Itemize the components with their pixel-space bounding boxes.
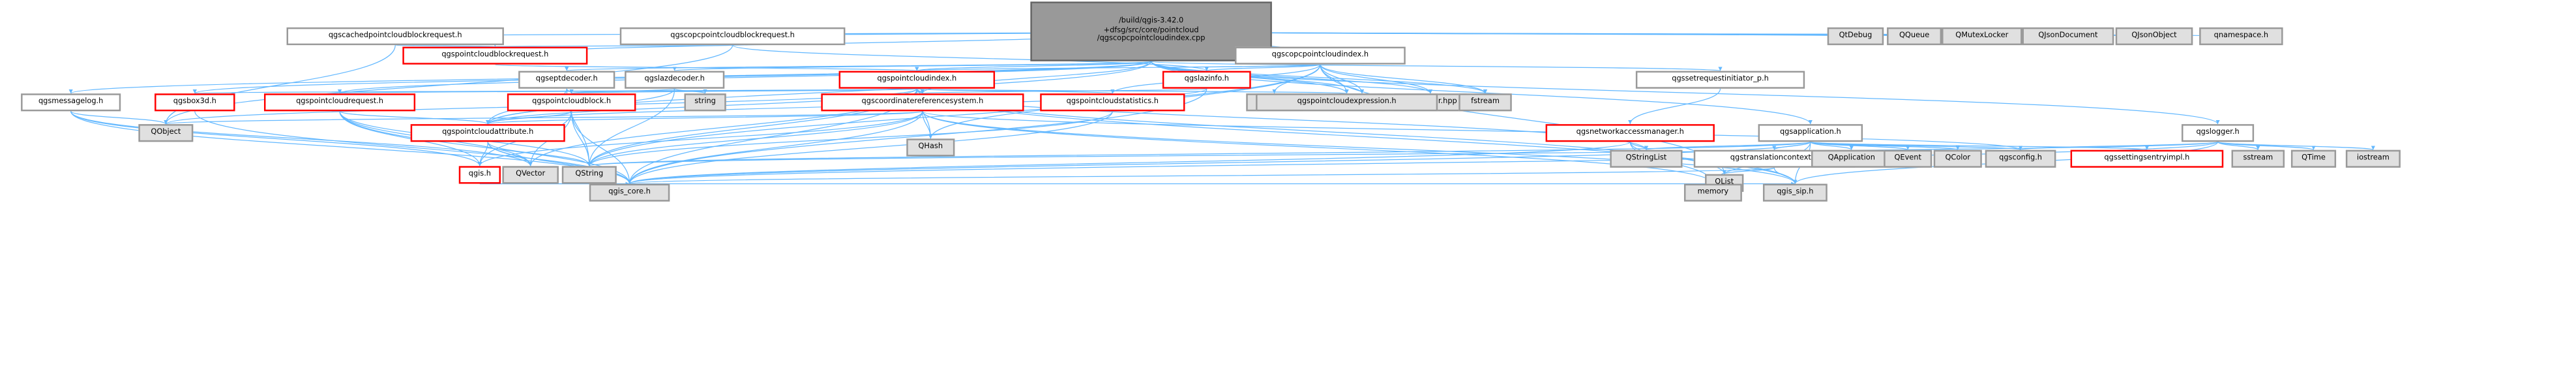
- node-iostream: iostream: [2345, 150, 2401, 168]
- edge-copcindex-to-lazinfo: [1204, 64, 1321, 72]
- edge-pcblock-to-qgis_core: [571, 111, 632, 184]
- edge-logger-to-iostream: [2217, 141, 2375, 151]
- edge-pcindex-to-pcstats: [916, 88, 1114, 94]
- node-logger[interactable]: qgslogger.h: [2182, 124, 2255, 142]
- edge-translation-to-qgis_core: [628, 167, 1775, 185]
- node-qhash: QHash: [906, 138, 955, 157]
- edge-copcindex-to-qstring: [587, 64, 1321, 166]
- node-root[interactable]: /build/qgis-3.42.0 +dfsg/src/core/pointc…: [1030, 1, 1272, 61]
- node-qstring: QString: [561, 166, 617, 184]
- node-qevent: QEvent: [1884, 150, 1932, 168]
- edge-cachedblockreq-to-blockreq: [394, 42, 497, 48]
- node-eptdecoder[interactable]: qgseptdecoder.h: [518, 71, 615, 89]
- node-copcblockreq[interactable]: qgscopcpointcloudblockrequest.h: [619, 27, 846, 46]
- edge-pcblock-to-qstring: [571, 111, 591, 166]
- edge-root-to-pcindex: [915, 61, 1152, 72]
- node-qjsondocument: QJsonDocument: [2022, 27, 2114, 46]
- edge-pcindex-to-pcblock: [570, 88, 917, 94]
- edge-copcindex-to-qfile: [1320, 64, 1365, 94]
- edge-crs-to-qgis: [477, 111, 923, 166]
- node-pcrequest[interactable]: qgspointcloudrequest.h: [263, 93, 416, 112]
- edge-pcindex-to-pcexpr: [916, 88, 1348, 94]
- edge-pcattr-to-qstring: [487, 142, 591, 166]
- node-messagelog[interactable]: qgsmessagelog.h: [21, 93, 121, 112]
- edge-crs-to-qgis_core: [627, 111, 923, 184]
- edge-messagelog-to-qgis: [70, 111, 482, 166]
- edge-setreqinit-to-netmgr: [1628, 88, 1721, 125]
- node-fstream: fstream: [1458, 93, 1512, 112]
- edge-pcstats-to-qstring: [587, 111, 1113, 166]
- node-qvector: QVector: [502, 166, 559, 184]
- edge-translation-to-qlist: [1722, 167, 1775, 175]
- edge-application-to-qstring: [587, 141, 1811, 166]
- edge-lazdecoder-to-string: [674, 88, 707, 94]
- edge-crs-to-qobject: [164, 110, 923, 125]
- node-qstringlist: QStringList: [1610, 150, 1683, 168]
- node-cachedblockreq[interactable]: qgscachedpointcloudblockrequest.h: [286, 27, 504, 46]
- edge-root-to-setreqinit: [1150, 61, 1722, 72]
- node-memory: memory: [1683, 183, 1742, 202]
- node-pcblock[interactable]: qgspointcloudblock.h: [507, 93, 636, 112]
- edge-blockreq-to-pcindex: [494, 64, 919, 72]
- edge-pcattr-to-qvector: [487, 142, 533, 166]
- node-pcattr[interactable]: qgspointcloudattribute.h: [410, 124, 565, 142]
- node-box3d[interactable]: qgsbox3d.h: [155, 93, 235, 112]
- edge-copcindex-to-pcindex: [915, 64, 1321, 72]
- edge-copcblockreq-to-blockreq: [494, 42, 733, 48]
- node-qgis_sip: qgis_sip.h: [1762, 183, 1828, 202]
- edge-lazinfo-to-crs: [921, 88, 1207, 94]
- node-qjsonobject: QJsonObject: [2115, 27, 2193, 46]
- node-crs[interactable]: qgscoordinatereferencesystem.h: [821, 93, 1024, 112]
- node-qgis[interactable]: qgis.h: [458, 166, 501, 184]
- edge-translation-to-qgis_sip: [1773, 167, 1798, 184]
- edge-application-to-qevent: [1810, 141, 1910, 151]
- edge-crs-to-qhash: [922, 111, 933, 139]
- edge-netmgr-to-qgis_core: [627, 141, 1631, 185]
- edge-crs-to-memory: [922, 111, 1715, 184]
- node-copcindex[interactable]: qgscopcpointcloudindex.h: [1235, 46, 1406, 65]
- node-sstream: sstream: [2231, 150, 2285, 168]
- node-qtdebug: QtDebug: [1827, 27, 1884, 46]
- edge-crs-to-qstring: [587, 111, 923, 166]
- node-pcexpr: qgspointcloudexpression.h: [1256, 93, 1438, 112]
- node-netmgr[interactable]: qgsnetworkaccessmanager.h: [1545, 124, 1715, 142]
- edge-logger-to-sstream: [2217, 141, 2260, 151]
- edge-pcrequest-to-qgis: [339, 111, 482, 166]
- edge-logger-to-qstring: [587, 141, 2219, 166]
- edge-logger-to-qtime: [2217, 141, 2316, 151]
- edge-lazdecoder-to-pcblock: [569, 88, 675, 94]
- node-qobject: QObject: [138, 124, 194, 142]
- node-qcolor: QColor: [1933, 150, 1982, 168]
- node-qqueue: QQueue: [1887, 27, 1942, 46]
- node-settingsentry[interactable]: qgssettingsentryimpl.h: [2070, 150, 2224, 168]
- node-pcindex[interactable]: qgspointcloudindex.h: [838, 71, 996, 89]
- edge-messagelog-to-qobject: [70, 110, 168, 125]
- node-qgsconfig: qgsconfig.h: [1985, 150, 2056, 168]
- edge-copcindex-to-fstream: [1320, 64, 1488, 94]
- node-setreqinit[interactable]: qgssetrequestinitiator_p.h: [1635, 71, 1805, 89]
- edge-application-to-qapplication: [1810, 141, 1854, 151]
- edge-pcstats-to-qgis_core: [627, 111, 1113, 184]
- node-lazinfo[interactable]: qgslazinfo.h: [1162, 71, 1251, 89]
- edge-lazdecoder-to-qstring: [587, 88, 675, 166]
- edge-copcblockreq-to-lazinfo: [732, 44, 1209, 72]
- node-application[interactable]: qgsapplication.h: [1758, 124, 1863, 142]
- node-qtime: QTime: [2290, 150, 2337, 168]
- edge-copcindex-to-lazperf: [1320, 64, 1433, 94]
- node-qnamespace: qnamespace.h: [2199, 27, 2283, 46]
- node-lazdecoder[interactable]: qgslazdecoder.h: [625, 71, 725, 89]
- node-string: string: [684, 93, 726, 112]
- edge-pcrequest-to-pcattr: [339, 110, 490, 125]
- edge-application-to-qstringlist: [1644, 141, 1811, 151]
- node-qmutexlocker: QMutexLocker: [1942, 27, 2022, 46]
- node-qapplication: QApplication: [1811, 150, 1892, 168]
- node-qgis_core: qgis_core.h: [589, 183, 670, 202]
- node-pcstats[interactable]: qgspointcloudstatistics.h: [1040, 93, 1185, 112]
- edge-application-to-settingsentry: [1810, 141, 2149, 151]
- node-blockreq[interactable]: qgspointcloudblockrequest.h: [402, 46, 588, 65]
- edge-crs-to-qgsconfig: [922, 110, 2022, 151]
- edge-root-to-lazdecoder: [673, 61, 1152, 72]
